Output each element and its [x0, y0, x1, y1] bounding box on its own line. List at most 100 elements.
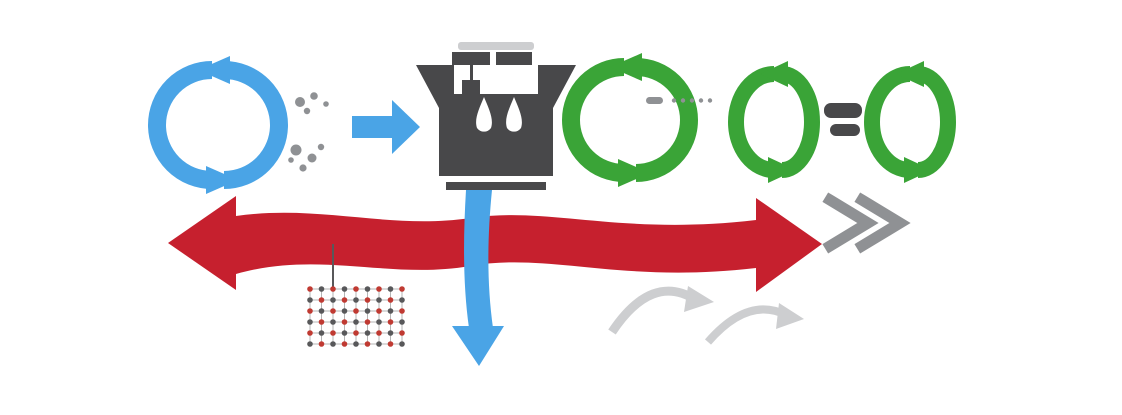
lattice-atom	[341, 319, 348, 325]
lattice-atom	[353, 297, 359, 303]
lattice-atom	[376, 308, 382, 314]
lattice-atom	[399, 286, 405, 292]
furnace-base	[446, 182, 546, 190]
furnace-icon	[416, 42, 576, 190]
chevron	[854, 192, 911, 254]
sample-holder	[462, 80, 480, 94]
dot	[707, 98, 713, 103]
red-flow-band	[236, 212, 756, 274]
lattice-atom	[318, 341, 325, 347]
lattice-atom	[387, 341, 394, 347]
lattice-atom	[353, 341, 359, 347]
lattice-atom	[330, 286, 336, 292]
dot	[671, 98, 677, 103]
particle	[288, 157, 294, 163]
dot	[689, 98, 695, 103]
blue-down-arrowhead	[452, 326, 504, 366]
lattice-atom	[330, 319, 336, 325]
particle	[310, 92, 318, 100]
furnace-stem-right	[496, 52, 532, 65]
green-cycle-arrows-3	[864, 61, 956, 183]
lattice-atom	[341, 308, 348, 314]
lattice-atom	[307, 297, 313, 303]
lattice-atom	[341, 341, 348, 347]
lattice-atom	[353, 319, 359, 325]
crystal-lattice	[307, 286, 405, 347]
green-cycle-arrowhead-top	[896, 61, 924, 87]
red-arrowhead-left	[168, 196, 236, 290]
green-cycle-arrowhead-top	[760, 61, 788, 87]
furnace-lift-bar	[458, 42, 534, 50]
particle	[307, 153, 317, 163]
lattice-atom	[399, 319, 405, 325]
red-flow-arrow	[168, 196, 822, 292]
particle	[303, 107, 311, 115]
lattice-atom	[330, 330, 336, 336]
dash-dots-icon	[646, 97, 713, 104]
lattice-atom	[318, 319, 325, 325]
lattice-atom	[330, 297, 336, 303]
green-cycle-arc-left	[728, 66, 775, 178]
pellet	[830, 124, 860, 136]
lattice-atom	[353, 330, 359, 336]
lattice-atom	[376, 297, 382, 303]
lattice-atom	[330, 308, 336, 314]
lattice-atom	[399, 341, 405, 347]
droplet-icon	[506, 97, 522, 132]
blue-cycle-arc-right	[223, 61, 288, 189]
lattice-atom	[307, 341, 313, 347]
particle	[317, 143, 325, 151]
green-cycle-arrows-2	[728, 61, 820, 183]
dot	[680, 98, 686, 103]
particle	[323, 101, 329, 107]
green-cycle-arrowhead-top	[610, 53, 642, 81]
lattice-atom	[364, 308, 371, 314]
lattice-atom	[376, 341, 382, 347]
particle-cluster-icon	[288, 92, 329, 172]
particle	[290, 144, 302, 156]
lattice-atom	[376, 319, 382, 325]
green-cycle-arc-left	[864, 66, 911, 178]
pellet	[824, 103, 862, 118]
lattice-atom	[387, 286, 394, 292]
lattice-atom	[364, 330, 371, 336]
lattice-atom	[387, 330, 394, 336]
furnace-stem-left	[452, 52, 490, 65]
dash	[646, 97, 663, 104]
pellet-pair-icon	[824, 103, 862, 136]
lattice-atom	[399, 308, 405, 314]
faint-arrow-curve	[608, 286, 699, 335]
lattice-atom	[318, 308, 325, 314]
lattice-atom	[376, 330, 382, 336]
faint-gray-arrows	[608, 286, 804, 345]
lattice-atom	[307, 286, 313, 292]
faint-arrowhead	[776, 303, 804, 329]
green-cycle-arrows-1	[562, 53, 698, 187]
lattice-atom	[307, 308, 313, 314]
lattice-atom	[353, 286, 359, 292]
lattice-atom	[307, 319, 313, 325]
lattice-atom	[399, 330, 405, 336]
blue-down-arrow	[452, 190, 504, 366]
lattice-atom	[387, 297, 394, 303]
lattice-atom	[387, 308, 394, 314]
blue-cycle-arrows	[148, 56, 288, 194]
green-cycle-arc-right	[781, 66, 820, 178]
faint-arrowhead	[684, 286, 714, 312]
lattice-atom	[364, 297, 371, 303]
red-arrowhead-right	[756, 198, 822, 292]
green-cycle-arc-right	[635, 58, 698, 182]
sample-rod	[470, 65, 473, 81]
blue-right-arrow	[352, 100, 420, 154]
lattice-atom	[387, 319, 394, 325]
blue-cycle-arc-left	[148, 61, 213, 189]
lattice-atom	[376, 286, 382, 292]
green-cycle-arc-right	[917, 66, 956, 178]
chevron	[822, 192, 879, 254]
lattice-atom	[399, 297, 405, 303]
lattice-atom	[318, 297, 325, 303]
lattice-atom	[364, 341, 371, 347]
lattice-atom	[364, 286, 371, 292]
lattice-atom	[341, 286, 348, 292]
